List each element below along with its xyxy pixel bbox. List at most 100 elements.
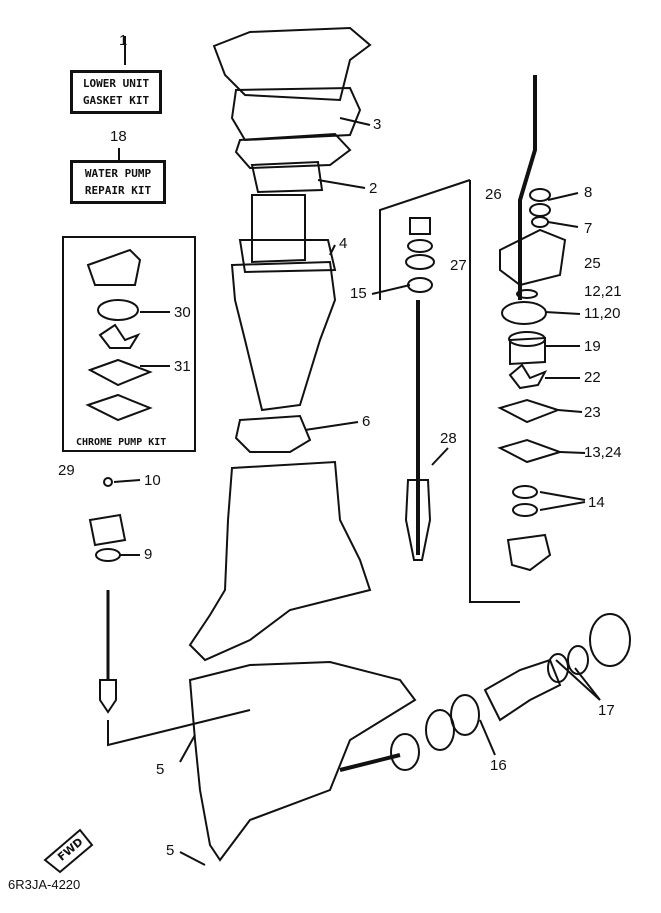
kit-line: WATER PUMP — [84, 167, 152, 180]
gasket-13 — [497, 438, 564, 464]
kit-gasket — [85, 393, 153, 422]
callout-16: 16 — [490, 757, 507, 774]
leader-line — [329, 244, 336, 256]
gasket-3 — [234, 132, 352, 170]
upper-casing-plate — [212, 26, 372, 102]
callout-26: 26 — [485, 186, 502, 203]
diagram-code: 6R3JA-4220 — [8, 877, 81, 892]
exhaust-guide — [251, 194, 306, 264]
callout-29: 29 — [58, 462, 75, 479]
callout-1: 1 — [119, 32, 128, 49]
kit-insert — [97, 299, 139, 321]
callout-13-24: 13,24 — [584, 444, 622, 461]
oil-seal-housing — [506, 533, 552, 572]
plate-gasket — [230, 86, 362, 142]
callout-15: 15 — [350, 285, 367, 302]
callout-30: 30 — [174, 304, 191, 321]
o-ring — [516, 289, 538, 299]
circlip — [425, 709, 455, 751]
leader-line — [304, 421, 359, 431]
bearing — [450, 694, 480, 736]
callout-2: 2 — [369, 180, 378, 197]
fwd-arrow-icon — [43, 828, 94, 874]
callout-31: 31 — [174, 358, 191, 375]
callout-18: 18 — [110, 128, 127, 145]
callout-11-20: 11,20 — [584, 305, 621, 322]
callout-19: 19 — [584, 338, 601, 355]
washer — [407, 239, 433, 253]
kit-plate — [87, 358, 153, 387]
callout-28: 28 — [440, 430, 457, 447]
leader-line — [179, 851, 206, 866]
seal-6 — [234, 414, 312, 453]
upper-casing — [188, 460, 372, 662]
callout-7: 7 — [584, 220, 593, 237]
callout-22: 22 — [584, 369, 601, 386]
leader-line — [113, 479, 141, 483]
lower-unit-gasket-kit-box: LOWER UNIT GASKET KIT — [70, 70, 162, 114]
oil-seal — [512, 503, 538, 517]
leader-line — [547, 221, 579, 228]
oil-seal-17 — [567, 645, 589, 675]
insert-cartridge — [509, 336, 546, 366]
leader-line — [547, 192, 579, 201]
shift-cam — [99, 679, 117, 714]
seal — [405, 254, 435, 270]
callout-4: 4 — [339, 235, 348, 252]
leader-line — [371, 284, 411, 295]
chrome-pump-kit-box — [62, 236, 196, 452]
callout-8: 8 — [584, 184, 593, 201]
group-bracket — [469, 180, 520, 603]
lower-casing — [188, 660, 417, 862]
exhaust-manifold — [230, 260, 337, 412]
leader-line — [179, 734, 196, 763]
shift-rod-lever — [88, 513, 127, 547]
outer-plate-23 — [497, 398, 561, 424]
callout-9: 9 — [144, 546, 153, 563]
shaft-spline — [404, 479, 432, 561]
leader-line — [544, 311, 581, 315]
callout-23: 23 — [584, 404, 601, 421]
group-bracket — [379, 179, 471, 300]
callout-6: 6 — [362, 413, 371, 430]
grommet — [529, 188, 551, 202]
leader-line — [559, 451, 586, 454]
grommet — [529, 203, 551, 217]
bearing-housing — [483, 658, 562, 722]
leader-line — [339, 117, 371, 126]
bearing-housing-ring — [390, 733, 420, 771]
leader-line — [317, 179, 366, 189]
o-ring-15 — [407, 277, 433, 293]
leader-line — [574, 667, 601, 701]
leader-line — [431, 447, 449, 466]
callout-27: 27 — [450, 257, 467, 274]
propeller-shaft — [339, 753, 401, 772]
callout-17: 17 — [598, 702, 615, 719]
leader-line — [555, 659, 601, 701]
leader-line — [539, 501, 586, 511]
callout-12-21: 12,21 — [584, 283, 622, 300]
kit-pump-housing — [86, 248, 142, 286]
kit-line: LOWER UNIT — [82, 77, 150, 90]
callout-5: 5 — [156, 761, 165, 778]
leader-line — [557, 409, 583, 413]
o-ring-11 — [501, 301, 547, 325]
leader-line — [479, 719, 496, 756]
insert-top — [508, 331, 546, 347]
callout-25: 25 — [584, 255, 601, 272]
seal — [547, 653, 569, 683]
water-pump-repair-kit-box: WATER PUMP REPAIR KIT — [70, 160, 166, 204]
leader-line — [539, 491, 586, 501]
grommet — [531, 216, 549, 228]
bolt-10 — [103, 477, 113, 487]
impeller — [508, 363, 548, 390]
gasket-4 — [238, 239, 337, 274]
o-ring-9 — [95, 548, 121, 562]
kit-line: REPAIR KIT — [84, 184, 152, 197]
group-bracket — [107, 709, 251, 747]
callout-3: 3 — [373, 116, 382, 133]
kit-line: GASKET KIT — [82, 94, 150, 107]
callout-14: 14 — [588, 494, 605, 511]
chrome-pump-kit-label: CHROME PUMP KIT — [76, 437, 167, 448]
